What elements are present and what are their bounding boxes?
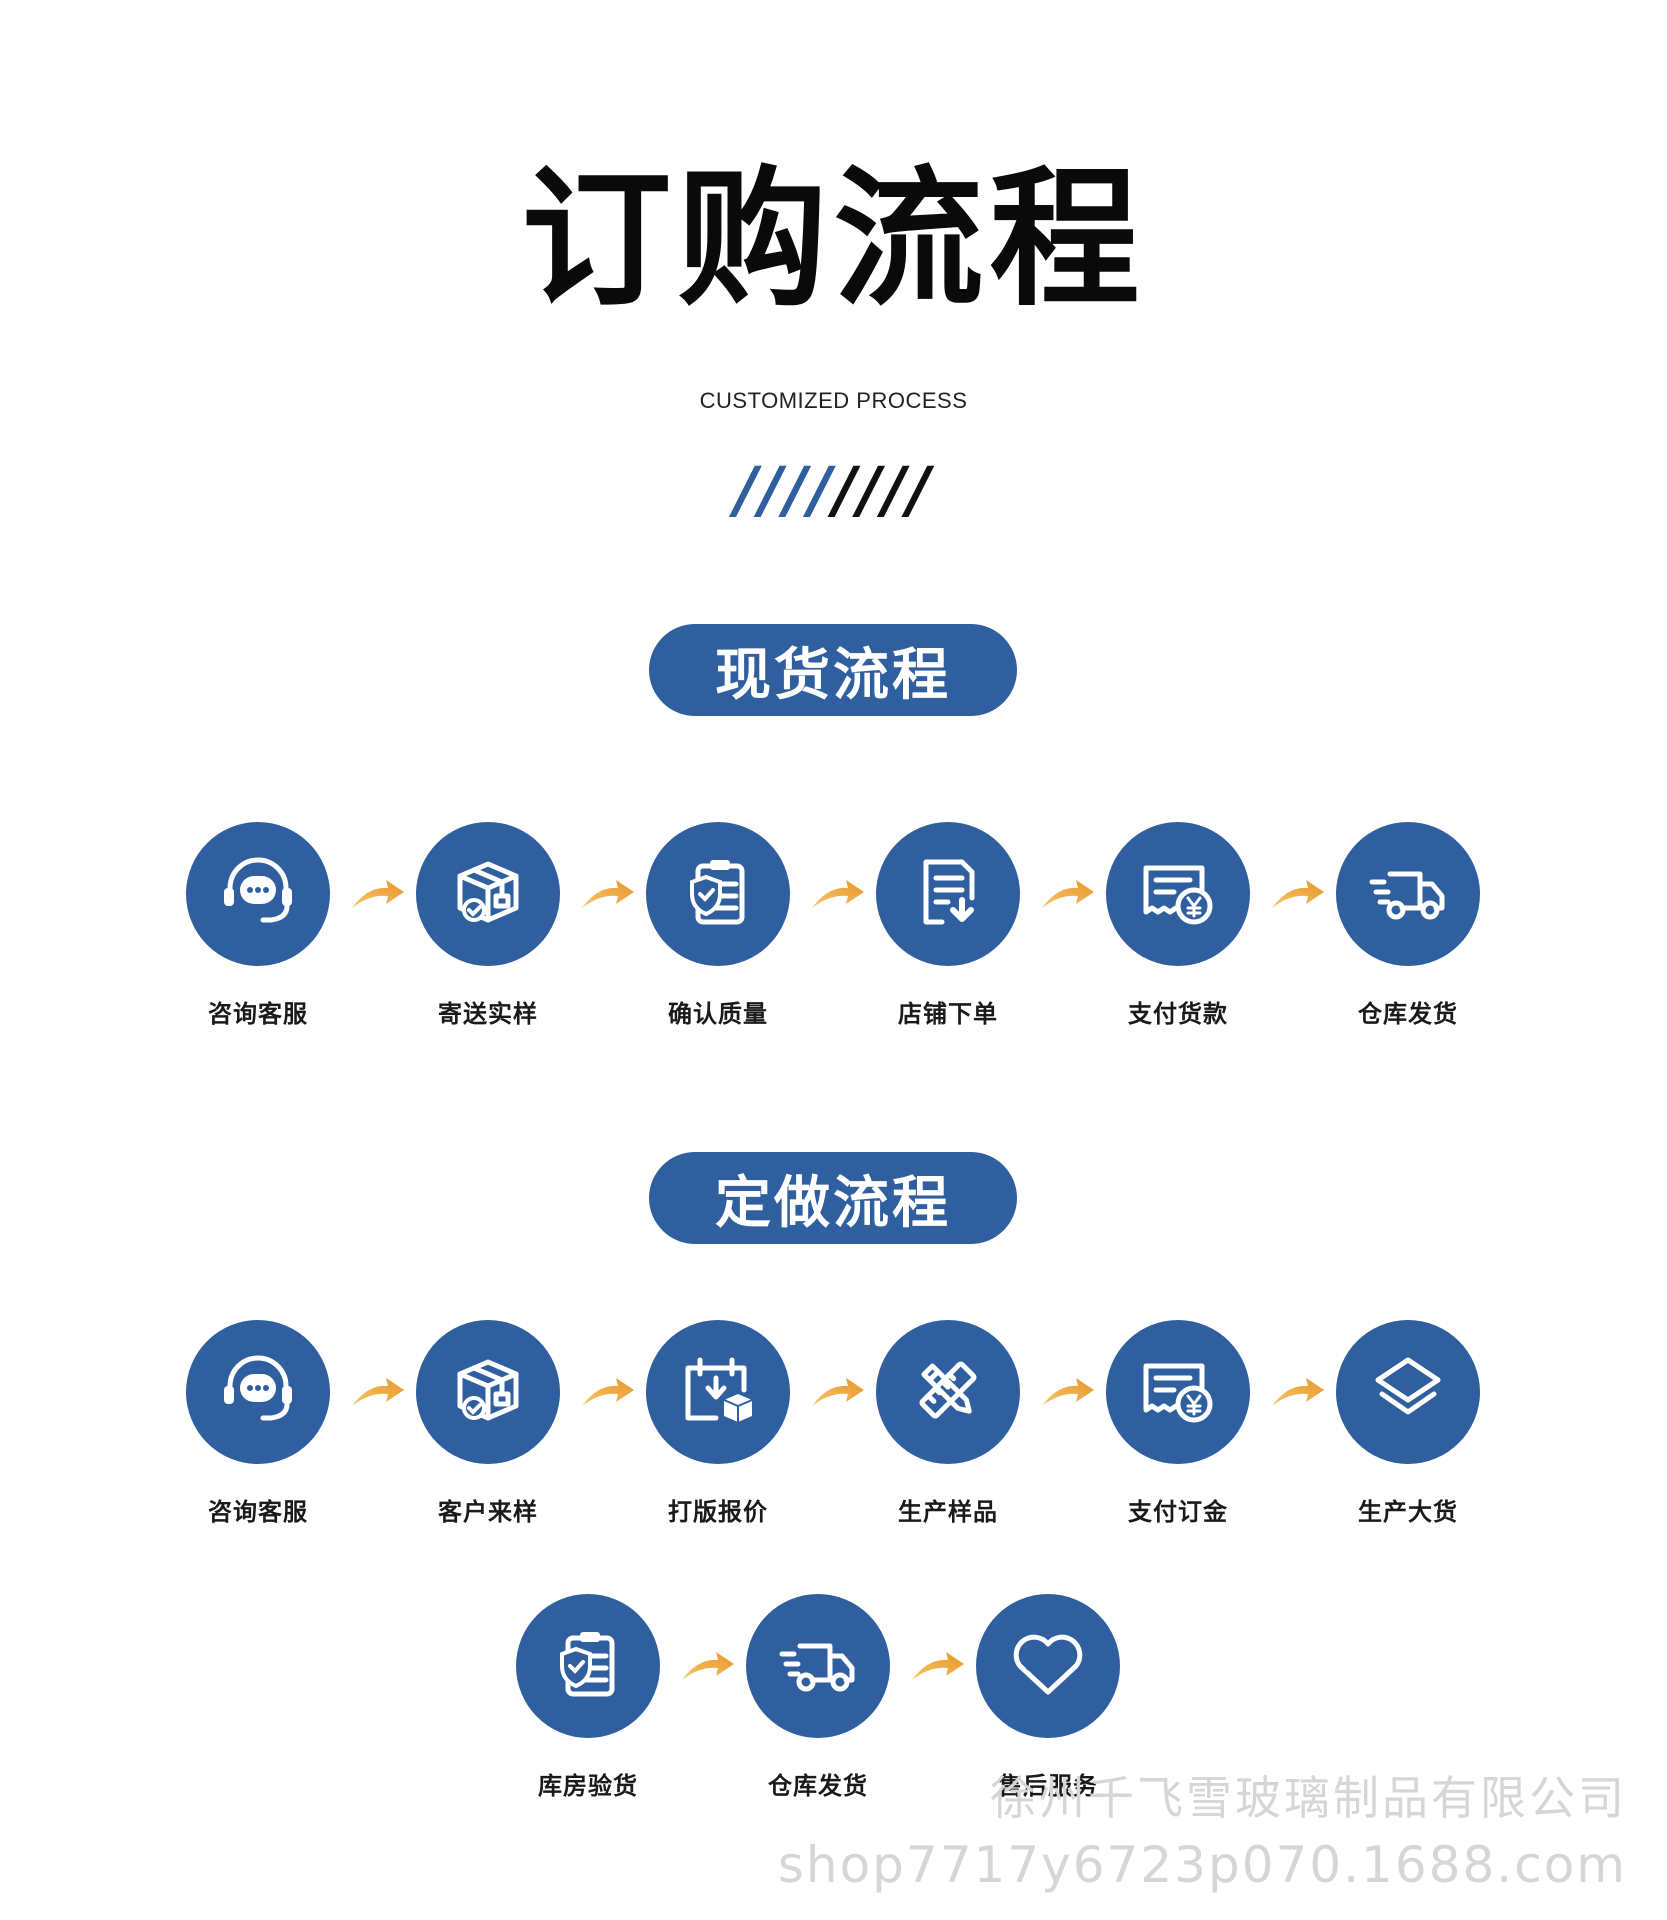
spot-step-6: 仓库发货 (1308, 822, 1508, 1029)
flow-arrow-icon (810, 876, 866, 912)
custom-step-4: 生产样品 (848, 1320, 1048, 1527)
spot-step-label: 支付货款 (1128, 1000, 1228, 1028)
flow-arrow-icon (910, 1648, 966, 1684)
custom-step-label: 生产样品 (898, 1498, 998, 1526)
flow-arrow-icon (680, 1648, 736, 1684)
flow-arrow-icon (580, 1374, 636, 1410)
slash-divider-black: //// (833, 453, 933, 526)
spot-process-title-text: 现货流程 (715, 642, 951, 708)
spot-step-4: 店铺下单 (848, 822, 1048, 1029)
custom-step-circle (1106, 1320, 1250, 1464)
custom-step-1: 咨询客服 (158, 1320, 358, 1527)
custom-step-2: 客户来样 (388, 1320, 588, 1527)
custom-step-circle (646, 1320, 790, 1464)
flow-arrow-icon (1040, 1374, 1096, 1410)
spot-step-3: 确认质量 (618, 822, 818, 1029)
spot-step-2: 寄送实样 (388, 822, 588, 1029)
custom-step-circle (416, 1320, 560, 1464)
clipboard-shield-icon (676, 850, 760, 938)
spot-process-title: 现货流程 (649, 624, 1017, 716)
spot-step-label: 咨询客服 (208, 1000, 308, 1028)
flow-arrow-icon (810, 1374, 866, 1410)
custom-step-label: 客户来样 (438, 1498, 538, 1526)
custom-step-circle (976, 1594, 1120, 1738)
headset-chat-icon (216, 850, 300, 938)
custom-process-title-text: 定做流程 (715, 1170, 951, 1236)
spot-step-1: 咨询客服 (158, 822, 358, 1029)
page-title: 订购流程 (521, 153, 1146, 327)
clipboard-shield-icon (546, 1622, 630, 1710)
flow-arrow-icon (580, 876, 636, 912)
watermark-company: 徐州千飞雪玻璃制品有限公司 (990, 1771, 1627, 1825)
spot-step-circle (876, 822, 1020, 966)
custom-step-circle (186, 1320, 330, 1464)
receipt-yen-icon (1136, 850, 1220, 938)
custom-step-9: 售后服务 (948, 1594, 1148, 1801)
calendar-box-icon (676, 1348, 760, 1436)
spot-step-circle (646, 822, 790, 966)
custom-step-label: 支付订金 (1128, 1498, 1228, 1526)
custom-step-label: 库房验货 (538, 1772, 638, 1800)
ruler-pencil-icon (906, 1348, 990, 1436)
spot-step-5: 支付货款 (1078, 822, 1278, 1029)
custom-step-label: 仓库发货 (768, 1772, 868, 1800)
flow-arrow-icon (1270, 1374, 1326, 1410)
custom-step-label: 售后服务 (998, 1772, 1098, 1800)
custom-step-circle (746, 1594, 890, 1738)
custom-step-8: 仓库发货 (718, 1594, 918, 1801)
layers-icon (1366, 1348, 1450, 1436)
custom-step-label: 生产大货 (1358, 1498, 1458, 1526)
delivery-truck-icon (776, 1622, 860, 1710)
slash-divider-blue: //// (734, 453, 834, 526)
spot-step-circle (1106, 822, 1250, 966)
watermark-url: shop7717y6723p070.1688.com (777, 1836, 1627, 1894)
spot-step-label: 确认质量 (668, 1000, 768, 1028)
spot-step-label: 仓库发货 (1358, 1000, 1458, 1028)
custom-step-label: 咨询客服 (208, 1498, 308, 1526)
spot-step-circle (416, 822, 560, 966)
flow-arrow-icon (1040, 876, 1096, 912)
custom-step-3: 打版报价 (618, 1320, 818, 1527)
slash-divider: //////// (0, 455, 1667, 525)
delivery-truck-icon (1366, 850, 1450, 938)
spot-step-label: 寄送实样 (438, 1000, 538, 1028)
custom-step-7: 库房验货 (488, 1594, 688, 1801)
custom-step-5: 支付订金 (1078, 1320, 1278, 1527)
flow-arrow-icon (350, 1374, 406, 1410)
custom-step-6: 生产大货 (1308, 1320, 1508, 1527)
spot-step-label: 店铺下单 (898, 1000, 998, 1028)
page-subtitle: CUSTOMIZED PROCESS (699, 388, 968, 413)
heart-handshake-icon (1006, 1622, 1090, 1710)
flow-arrow-icon (1270, 876, 1326, 912)
custom-step-circle (876, 1320, 1020, 1464)
package-check-icon (446, 850, 530, 938)
package-check-icon (446, 1348, 530, 1436)
custom-step-label: 打版报价 (668, 1498, 768, 1526)
spot-step-circle (1336, 822, 1480, 966)
spot-step-circle (186, 822, 330, 966)
headset-chat-icon (216, 1348, 300, 1436)
flow-arrow-icon (350, 876, 406, 912)
custom-step-circle (516, 1594, 660, 1738)
document-download-icon (906, 850, 990, 938)
custom-process-title: 定做流程 (649, 1152, 1017, 1244)
receipt-yen-icon (1136, 1348, 1220, 1436)
custom-step-circle (1336, 1320, 1480, 1464)
